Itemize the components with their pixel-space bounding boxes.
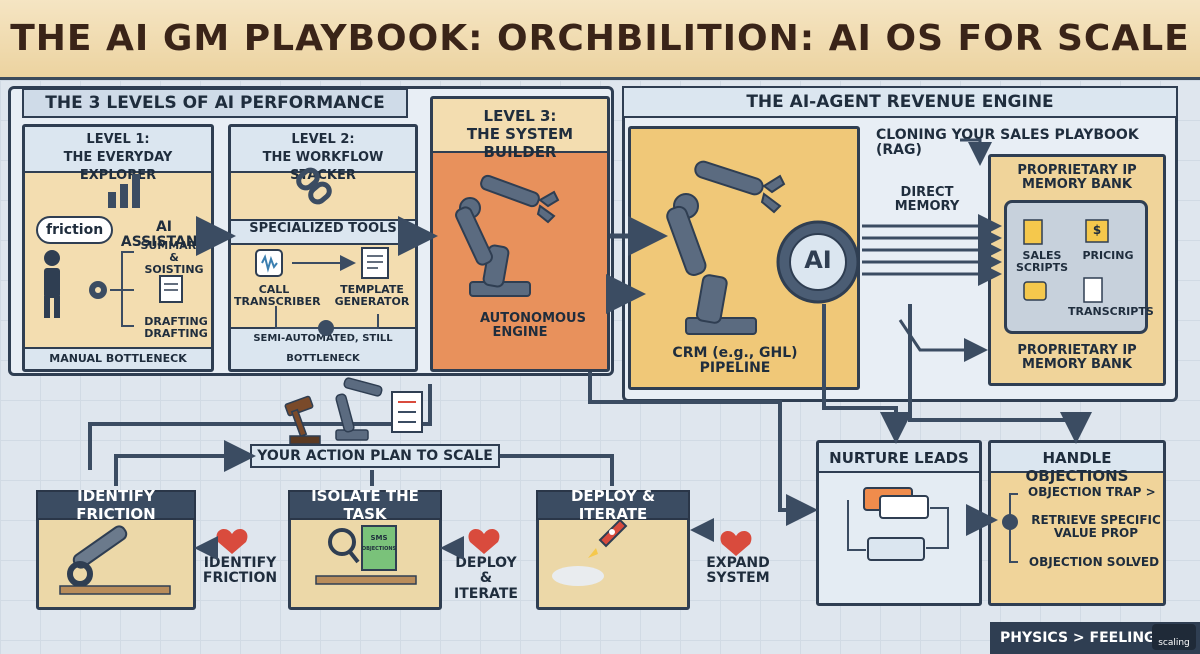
objections-text: OBJECTIONS (362, 546, 397, 552)
call-transcriber-label: CALL TRANSCRIBER (234, 283, 321, 309)
title-bar: THE AI GM PLAYBOOK: ORCHBILITION: AI OS … (0, 0, 1200, 80)
broken-wrench-icon (67, 525, 128, 587)
crm-pipeline-label: CRM (e.g., GHL) PIPELINE (672, 345, 798, 377)
checklist-icon (391, 391, 423, 433)
level2-title: LEVEL 2: THE WORKFLOW STACKER (231, 127, 415, 183)
gear-icon (89, 281, 107, 299)
deploy-iterate-card: DEPLOY & ITERATE (536, 487, 690, 610)
heart-icon-2 (468, 528, 500, 554)
pricing-tag-icon (1085, 219, 1109, 243)
level1-title-line1: LEVEL 1: (86, 132, 150, 147)
scaling-logo: scaling (1152, 624, 1196, 650)
memory-arrows (862, 138, 1002, 362)
handle-objections-header: HANDLE OBJECTIONS (991, 443, 1163, 485)
ai-gear-icon (776, 220, 860, 304)
gavel-icon (284, 395, 321, 445)
page-title: THE AI GM PLAYBOOK: ORCHBILITION: AI OS … (10, 18, 1190, 59)
isolate-task-card: ISOLATE THE TASK (288, 487, 442, 610)
person-icon (44, 250, 60, 318)
nurture-flow-diagram (847, 487, 949, 561)
action-plan-header: YOUR ACTION PLAN TO SCALE (250, 444, 500, 468)
direct-memory-label: DIRECT MEMORY (894, 185, 960, 215)
identify-friction-header: IDENTIFY FRICTION (36, 487, 196, 523)
levels-header: THE 3 LEVELS OF AI PERFORMANCE (22, 88, 408, 118)
engine-to-actions-connectors (588, 304, 1092, 536)
level3-title-line2: THE SYSTEM BUILDER (466, 125, 574, 161)
level1-card: LEVEL 1: THE EVERYDAY EXPLORER MANUAL BO… (22, 124, 214, 372)
level2-title-line1: LEVEL 2: (291, 132, 355, 147)
level3-card: LEVEL 3: THE SYSTEM BUILDER (430, 96, 610, 372)
sms-text: SMS (370, 534, 387, 542)
heart-icon-3 (720, 530, 752, 556)
template-doc-icon (361, 247, 389, 279)
template-generator-label: TEMPLATE GENERATOR (334, 283, 410, 309)
deploy-iterate-header: DEPLOY & ITERATE (536, 487, 690, 523)
identify-friction-side-label: IDENTIFY FRICTION (202, 555, 278, 587)
level3-title-line1: LEVEL 3: (483, 107, 557, 125)
objection-trap-label: OBJECTION TRAP > (1028, 485, 1156, 499)
specialized-tools-label: SPECIALIZED TOOLS (249, 221, 397, 236)
robot-arm-icon (455, 174, 560, 297)
expand-system-label: EXPAND SYSTEM (706, 555, 770, 587)
magnifier-icon (328, 528, 360, 564)
transcripts-doc-icon (1083, 277, 1103, 303)
level2-gear-icon (318, 320, 334, 336)
drafting-label: DRAFTING DRAFTING (144, 315, 208, 341)
cloning-label: CLONING YOUR SALES PLAYBOOK (RAG) (876, 127, 1139, 159)
level-arrows (196, 216, 668, 314)
bar-chart-icon (108, 174, 140, 208)
heart-icon-1 (216, 528, 248, 554)
ai-badge-text: AI (804, 246, 832, 274)
objection-solved-label: OBJECTION SOLVED (1028, 555, 1160, 569)
ai-assistant-label: AI ASSISTANT (120, 219, 208, 251)
level1-title: LEVEL 1: THE EVERYDAY EXPLORER (25, 127, 211, 183)
action-plan-connectors (88, 384, 614, 486)
pricing-label: PRICING (1082, 249, 1134, 262)
level3-title: LEVEL 3: THE SYSTEM BUILDER (433, 99, 607, 161)
deploy-iterate-side-label: DEPLOY & ITERATE (454, 555, 518, 602)
isolate-task-header: ISOLATE THE TASK (288, 487, 442, 523)
sales-scripts-doc-icon (1023, 219, 1043, 245)
small-robot-arm-icon (335, 377, 383, 441)
revenue-engine-header: THE AI-AGENT REVENUE ENGINE (622, 86, 1178, 118)
level1-footer: MANUAL BOTTLENECK (25, 347, 211, 369)
crm-robot-arm-icon (666, 160, 786, 335)
chain-link-icon (296, 167, 332, 205)
physics-feelings-text: PHYSICS > FEELINGS (1000, 630, 1166, 646)
scaling-logo-text: scaling (1158, 638, 1190, 648)
level1-branch-arrows (110, 251, 134, 327)
transcripts-label: TRANSCRIPTS (1068, 305, 1154, 318)
desk-surface-1 (59, 585, 171, 595)
nurture-leads-header: NURTURE LEADS (819, 443, 979, 473)
audio-waveform-icon (255, 249, 283, 277)
chat-bubble-icon (1023, 281, 1047, 301)
objection-gear-icon (1002, 514, 1018, 530)
notepad-icon (159, 275, 183, 303)
specialized-tools-strip (231, 219, 415, 245)
pricing-icon-glyph: $ (1092, 223, 1102, 237)
sales-scripts-label: SALES SCRIPTS (1015, 249, 1069, 275)
ip-memory-top-label: PROPRIETARY IP MEMORY BANK (1017, 163, 1137, 193)
autonomous-engine-label: AUTONOMOUS ENGINE (480, 311, 586, 341)
sms-objections-doc (361, 525, 397, 571)
retrieve-value-prop-label: RETRIEVE SPECIFIC VALUE PROP (1031, 513, 1161, 541)
action-side-arrows (194, 518, 714, 560)
desk-surface-2 (315, 575, 417, 585)
friction-bubble: friction (36, 216, 114, 244)
rocket-icon (552, 518, 628, 586)
ip-memory-bottom-label: PROPRIETARY IP MEMORY BANK (1017, 343, 1137, 373)
summary-label: SUMMARY/ & SOISTING (140, 239, 208, 277)
